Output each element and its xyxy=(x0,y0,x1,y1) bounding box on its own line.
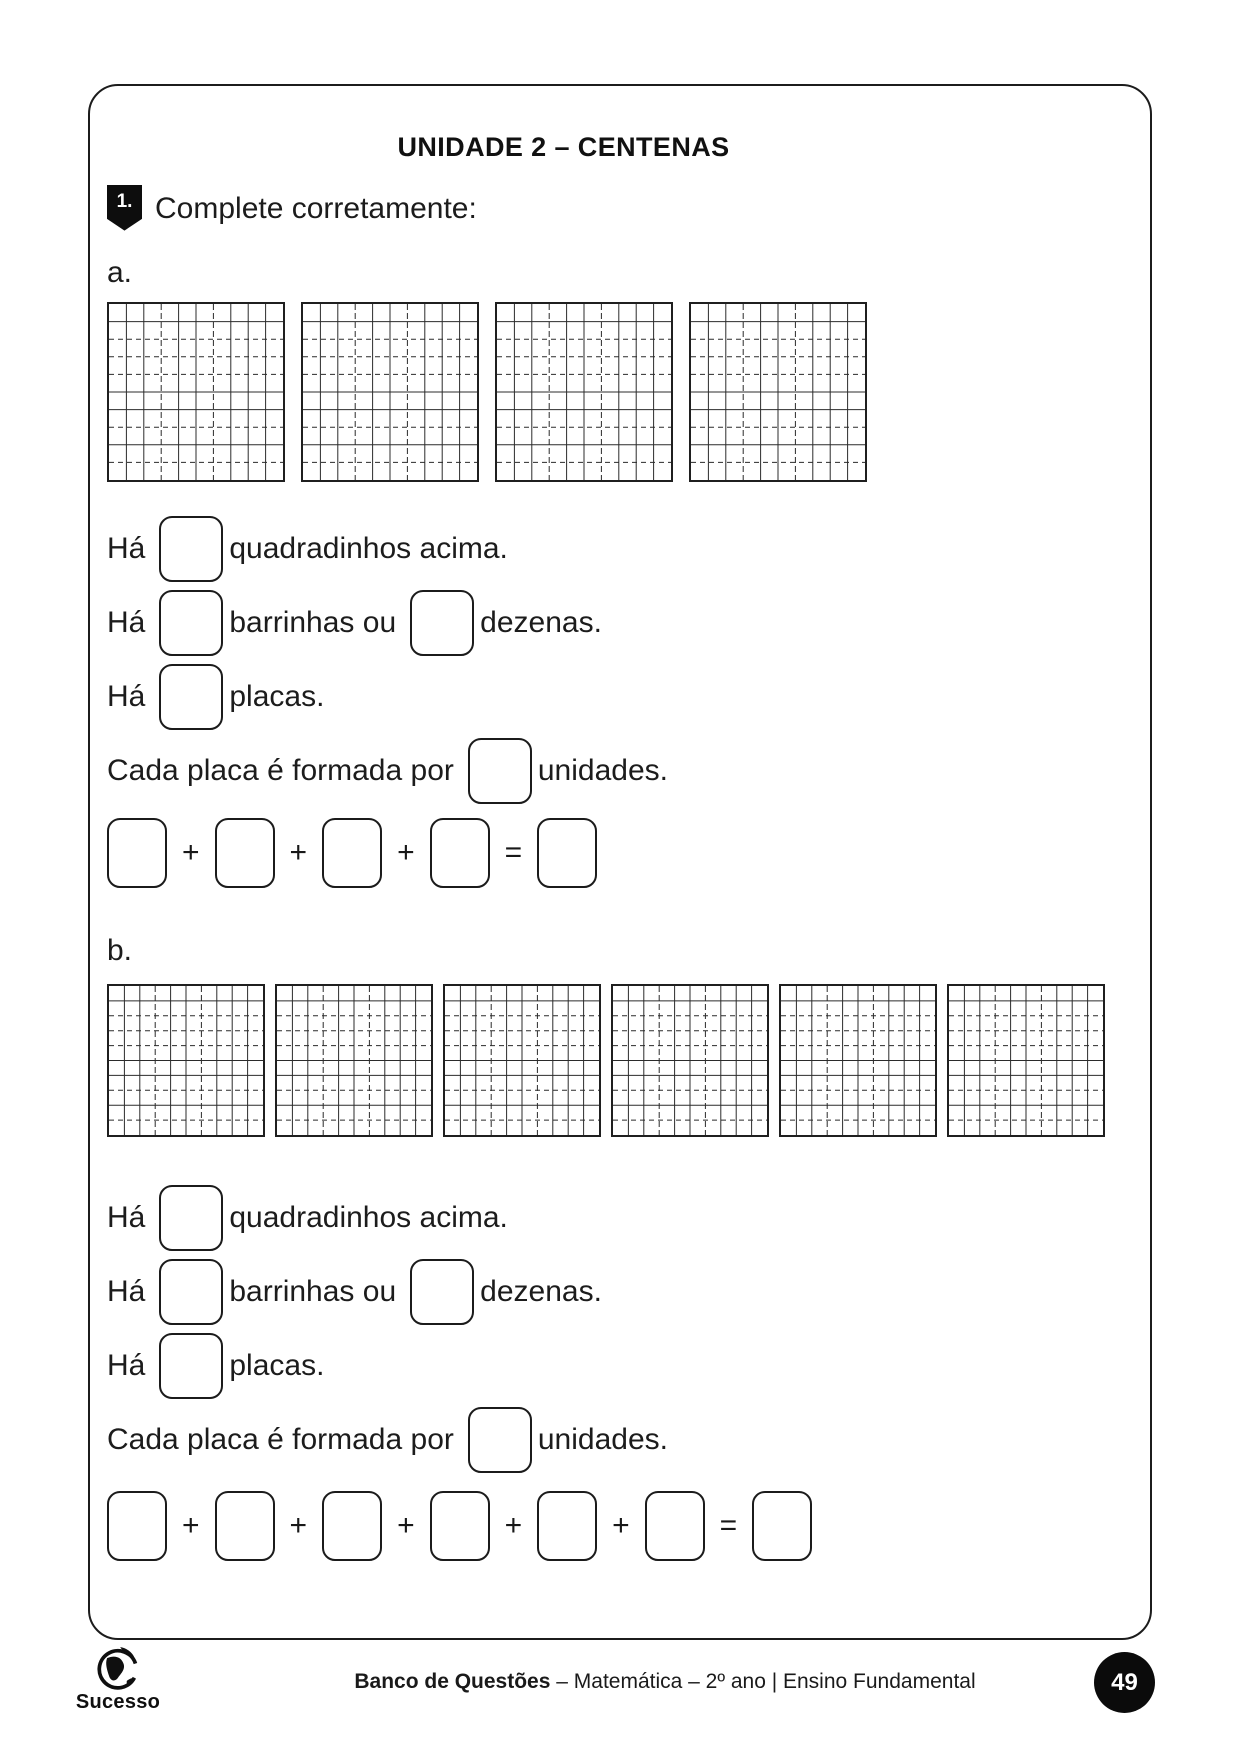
line-text: dezenas. xyxy=(480,1275,602,1308)
answer-box[interactable] xyxy=(644,1491,705,1561)
plus-sign: + xyxy=(182,836,200,869)
hundred-grid xyxy=(107,302,285,482)
line-text: Há xyxy=(107,606,146,639)
fill-line: Cada placa é formada por unidades. xyxy=(107,734,1130,808)
plus-sign: + xyxy=(504,1509,523,1542)
line-text: placas. xyxy=(229,1349,325,1382)
fill-line: Há barrinhas ou dezenas. xyxy=(107,586,1130,660)
answer-box[interactable] xyxy=(410,590,475,656)
answer-box[interactable] xyxy=(429,1491,490,1561)
question-number-badge: 1. xyxy=(107,185,142,231)
line-text: unidades. xyxy=(537,754,668,787)
line-text: barrinhas ou xyxy=(229,1275,397,1308)
equals-sign: = xyxy=(719,1509,738,1542)
line-text: quadradinhos acima. xyxy=(229,1201,508,1234)
line-text: Há xyxy=(107,532,146,565)
hundred-grid xyxy=(611,984,769,1137)
section-label: b. xyxy=(107,934,133,967)
answer-box[interactable] xyxy=(537,1491,598,1561)
plus-sign: + xyxy=(397,836,415,869)
answer-box[interactable] xyxy=(752,1491,813,1561)
footer-source: Banco de Questões – Matemática – 2º ano … xyxy=(45,1670,1240,1694)
hundred-grid xyxy=(689,302,867,482)
hundred-grid xyxy=(107,984,265,1137)
fill-line: Há placas. xyxy=(107,660,1130,734)
line-text: Há xyxy=(107,680,146,713)
line-text: placas. xyxy=(229,680,325,713)
answer-box[interactable] xyxy=(159,1259,224,1325)
plus-sign: + xyxy=(289,836,308,869)
fill-lines: Há quadradinhos acima. Há barrinhas ou dezen… xyxy=(107,512,1130,808)
hundred-grid xyxy=(443,984,601,1137)
equation-row: + + + + + = xyxy=(107,1491,1130,1561)
line-text: quadradinhos acima. xyxy=(229,532,508,565)
question-header: 1. Complete corretamente: xyxy=(107,185,1130,232)
line-text: unidades. xyxy=(537,1423,668,1456)
answer-box[interactable] xyxy=(410,1259,475,1325)
line-text: Cada placa é formada por xyxy=(107,754,454,787)
line-text: Há xyxy=(107,1349,146,1382)
answer-box[interactable] xyxy=(159,664,224,730)
hundred-grid xyxy=(301,302,479,482)
fill-line: Há quadradinhos acima. xyxy=(107,512,1130,586)
plus-sign: + xyxy=(182,1509,200,1542)
answer-box[interactable] xyxy=(159,1333,224,1399)
fill-line: Há barrinhas ou dezenas. xyxy=(107,1255,1130,1329)
globe-logo-icon xyxy=(97,1647,138,1690)
line-text: dezenas. xyxy=(480,606,602,639)
answer-box[interactable] xyxy=(429,818,490,888)
equals-sign: = xyxy=(504,836,523,869)
answer-box[interactable] xyxy=(159,590,224,656)
line-text: Há xyxy=(107,1201,146,1234)
worksheet-frame: UNIDADE 2 – CENTENAS 1. Complete correta… xyxy=(88,84,1152,1640)
answer-box[interactable] xyxy=(159,516,224,582)
page-title: UNIDADE 2 – CENTENAS xyxy=(397,132,730,162)
fill-line: Há placas. xyxy=(107,1329,1130,1403)
grid-row xyxy=(107,302,1130,482)
answer-box[interactable] xyxy=(107,818,167,888)
grid-row xyxy=(107,984,1130,1137)
hundred-grid xyxy=(495,302,673,482)
publisher-name: Sucesso xyxy=(75,1691,161,1713)
question-text: Complete corretamente: xyxy=(155,191,477,225)
answer-box[interactable] xyxy=(322,818,383,888)
publisher-logo: Sucesso xyxy=(68,1645,168,1714)
footer-details: – Matemática – 2º ano | Ensino Fundament… xyxy=(550,1670,976,1693)
equation-row: + + + = xyxy=(107,818,1130,888)
fill-line: Há quadradinhos acima. xyxy=(107,1181,1130,1255)
fill-lines: Há quadradinhos acima. Há barrinhas ou dezen… xyxy=(107,1181,1130,1477)
plus-sign: + xyxy=(397,1509,415,1542)
plus-sign: + xyxy=(612,1509,630,1542)
plus-sign: + xyxy=(289,1509,308,1542)
answer-box[interactable] xyxy=(467,1407,532,1473)
answer-box[interactable] xyxy=(537,818,598,888)
answer-box[interactable] xyxy=(467,738,532,804)
section-label: a. xyxy=(107,256,133,289)
hundred-grid xyxy=(947,984,1105,1137)
section-a: a. Há quadradinhos acima. Há barrinhas ou de… xyxy=(107,256,1130,888)
page-number: 49 xyxy=(1111,1668,1138,1696)
answer-box[interactable] xyxy=(322,1491,383,1561)
answer-box[interactable] xyxy=(214,1491,275,1561)
line-text: Cada placa é formada por xyxy=(107,1423,454,1456)
answer-box[interactable] xyxy=(214,818,275,888)
footer-series: Banco de Questões xyxy=(354,1670,551,1693)
section-b: b. Há quadradinhos acima. Há barrinhas ou de… xyxy=(107,934,1130,1561)
answer-box[interactable] xyxy=(107,1491,167,1561)
answer-box[interactable] xyxy=(159,1185,224,1251)
hundred-grid xyxy=(275,984,433,1137)
page-number-badge: 49 xyxy=(1094,1652,1155,1713)
question-number: 1. xyxy=(116,190,133,212)
hundred-grid xyxy=(779,984,937,1137)
line-text: Há xyxy=(107,1275,146,1308)
fill-line: Cada placa é formada por unidades. xyxy=(107,1403,1130,1477)
line-text: barrinhas ou xyxy=(229,606,397,639)
